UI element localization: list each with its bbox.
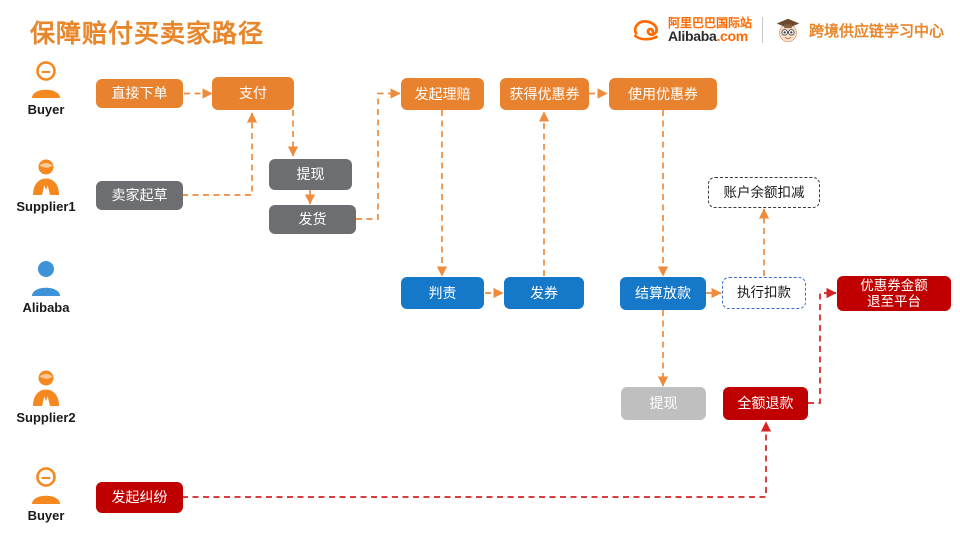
alibaba-cn-text: 阿里巴巴国际站	[667, 16, 752, 30]
learning-center-logo: 跨境供应链学习中心	[773, 15, 944, 45]
node-obtain-coupon[interactable]: 获得优惠券	[500, 78, 589, 110]
link-dispute-to-full-refund	[182, 421, 772, 498]
node-payment[interactable]: 支付	[212, 77, 294, 110]
node-initiate-dispute[interactable]: 发起纠纷	[96, 482, 183, 513]
brand-divider	[761, 17, 763, 43]
node-issue-coupon[interactable]: 发券	[504, 277, 584, 309]
node-coupon-return[interactable]: 优惠券金额 退至平台	[837, 276, 951, 311]
node-judge-liability[interactable]: 判责	[401, 277, 484, 309]
link-refund-to-coupon-return	[808, 287, 837, 404]
node-initiate-claim[interactable]: 发起理赔	[401, 78, 484, 110]
person-alibaba-icon	[0, 256, 92, 298]
node-ship-goods[interactable]: 发货	[269, 205, 356, 234]
alibaba-en-text: Alibaba	[667, 28, 717, 44]
actor-label: Supplier2	[16, 410, 76, 425]
brand-logos: 阿里巴巴国际站 Alibaba.com 跨境供应链学习中心	[631, 12, 944, 48]
node-use-coupon[interactable]: 使用优惠券	[609, 78, 717, 110]
link-seller-draft-to-payment	[182, 112, 258, 196]
node-balance-deduct[interactable]: 账户余额扣减	[708, 177, 820, 208]
page-title: 保障赔付买卖家路径	[30, 20, 265, 48]
learning-center-name: 跨境供应链学习中心	[808, 22, 944, 40]
node-withdraw-top[interactable]: 提现	[269, 159, 352, 190]
actor-label: Buyer	[27, 508, 65, 523]
person-supplier-icon	[0, 155, 92, 197]
coupon-return-line2: 退至平台	[867, 293, 921, 309]
actor-supplier2: Supplier2	[0, 366, 92, 425]
alibaba-tld-text: .com	[716, 28, 748, 44]
actor-alibaba: Alibaba	[0, 256, 92, 315]
coupon-return-line1: 优惠券金额	[860, 277, 928, 293]
person-supplier-icon	[0, 366, 92, 408]
node-seller-draft[interactable]: 卖家起草	[96, 181, 183, 210]
node-withdraw-bottom[interactable]: 提现	[621, 387, 706, 420]
alibaba-swirl-icon	[633, 20, 658, 41]
actor-label: Supplier1	[16, 199, 76, 214]
node-execute-deduct[interactable]: 执行扣款	[722, 277, 806, 309]
node-settle-payout[interactable]: 结算放款	[620, 277, 706, 310]
link-ship-goods-to-initiate-claim	[356, 88, 401, 220]
person-buyer-icon	[0, 464, 92, 506]
node-place-order[interactable]: 直接下单	[96, 79, 183, 108]
actor-label: Buyer	[27, 102, 65, 117]
alibaba-logo: 阿里巴巴国际站 Alibaba.com	[631, 15, 752, 45]
person-buyer-icon	[0, 58, 92, 100]
graduate-mascot-icon	[776, 18, 800, 43]
actor-buyer-top: Buyer	[0, 58, 92, 117]
actor-label: Alibaba	[22, 300, 70, 315]
node-full-refund[interactable]: 全额退款	[723, 387, 808, 420]
actor-supplier1: Supplier1	[0, 155, 92, 214]
actor-buyer-bottom: Buyer	[0, 464, 92, 523]
